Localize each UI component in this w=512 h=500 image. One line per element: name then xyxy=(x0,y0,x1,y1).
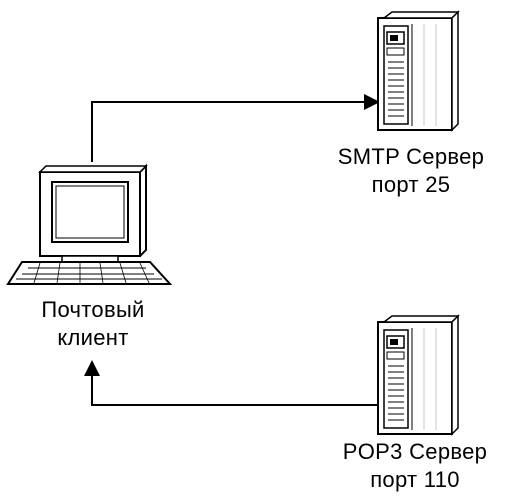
smtp-server-icon xyxy=(377,11,459,131)
computer-icon xyxy=(6,163,173,285)
client-label: Почтовый клиент xyxy=(18,296,168,352)
smtp-server-label-line2: порт 25 xyxy=(371,172,451,197)
smtp-server-label-line1: SMTP Сервер xyxy=(337,144,485,169)
connector-pop3-to-client xyxy=(91,376,378,406)
pop3-server-label-line1: POP3 Сервер xyxy=(342,439,488,464)
client-label-line2: клиент xyxy=(57,325,129,350)
arrowhead-smtp xyxy=(364,94,380,110)
pop3-server-icon xyxy=(377,315,459,435)
arrowhead-client xyxy=(84,360,100,376)
pop3-server-label-line2: порт 110 xyxy=(370,467,460,492)
pop3-server-label: POP3 Сервер порт 110 xyxy=(326,438,504,494)
connector-client-to-smtp xyxy=(91,101,364,162)
smtp-server-label: SMTP Сервер порт 25 xyxy=(322,143,500,199)
client-label-line1: Почтовый xyxy=(41,297,145,322)
